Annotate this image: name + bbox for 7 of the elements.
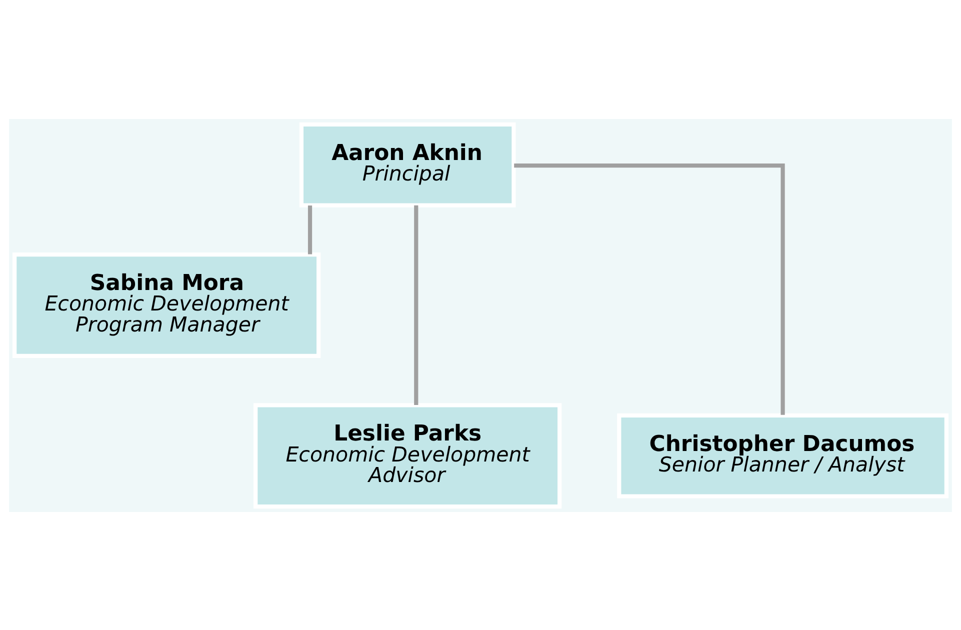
connector xyxy=(308,204,312,254)
node-box: Leslie Parks Economic Development Advisor xyxy=(254,402,562,508)
node-box: Christopher Dacumos Senior Planner / Analyst xyxy=(617,412,948,498)
node-box: Sabina Mora Economic Development Program Manager xyxy=(12,252,321,358)
connector xyxy=(514,163,785,414)
connector xyxy=(414,204,418,404)
node-box: Aaron Aknin Principal xyxy=(299,122,516,207)
